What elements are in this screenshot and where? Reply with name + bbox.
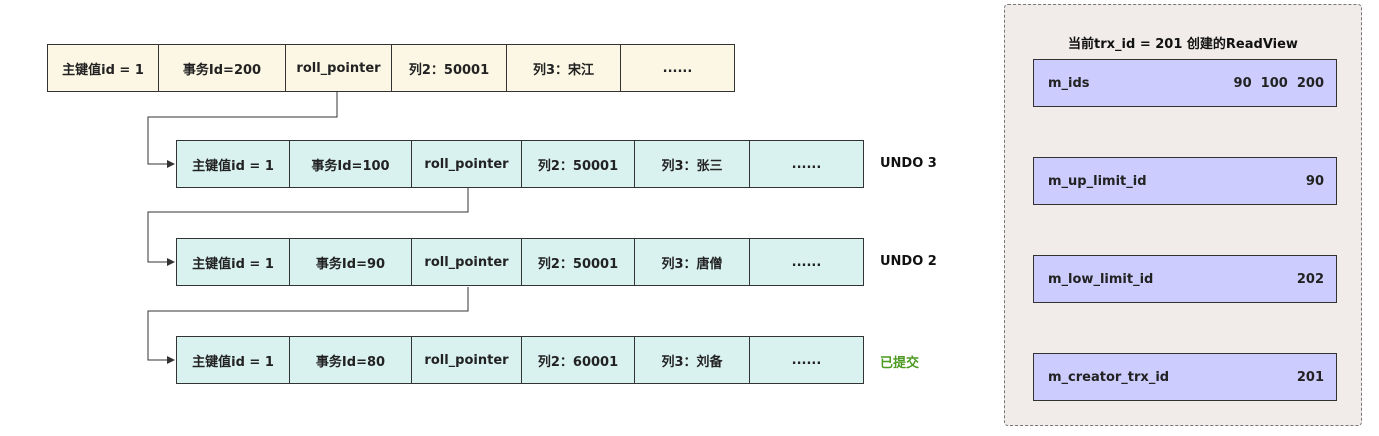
field-name: m_creator_trx_id — [1048, 369, 1170, 385]
column-2-cell: 列2：50001 — [522, 239, 635, 285]
roll-pointer-cell: roll_pointer — [412, 337, 522, 383]
roll-pointer-cell: roll_pointer — [286, 45, 392, 91]
readview-field-m-up-limit-id: m_up_limit_id 90 — [1033, 157, 1337, 205]
column-2-cell: 列2：60001 — [522, 337, 635, 383]
undo-label: UNDO 3 — [880, 156, 937, 171]
column-3-cell: 列3：唐僧 — [635, 239, 750, 285]
trx-id-cell: 事务Id=200 — [159, 45, 286, 91]
ellipsis-cell: ...... — [791, 156, 822, 172]
field-value: 90 — [1305, 173, 1324, 189]
arrow-to-undo-3 — [147, 92, 338, 168]
primary-key-cell: 主键值id = 1 — [177, 239, 290, 285]
field-value: 201 — [1296, 369, 1324, 385]
arrow-to-undo-2 — [147, 188, 469, 266]
readview-field-m-ids: m_ids 90 100 200 — [1033, 59, 1337, 107]
roll-pointer-cell: roll_pointer — [412, 141, 522, 187]
ellipsis-cell: ...... — [791, 254, 822, 270]
column-2-cell: 列2：50001 — [522, 141, 635, 187]
undo-label: UNDO 2 — [880, 254, 937, 269]
column-3-cell: 列3：宋江 — [507, 45, 621, 91]
primary-key-cell: 主键值id = 1 — [177, 337, 290, 383]
undo-record-row: 主键值id = 1 事务Id=90 roll_pointer 列2：50001 … — [176, 238, 864, 286]
trx-id-cell: 事务Id=80 — [290, 337, 412, 383]
column-3-cell: 列3：张三 — [635, 141, 750, 187]
primary-key-cell: 主键值id = 1 — [177, 141, 290, 187]
field-name: m_low_limit_id — [1048, 271, 1154, 287]
field-name: m_up_limit_id — [1048, 173, 1147, 189]
committed-label: 已提交 — [880, 356, 920, 371]
committed-record-row: 主键值id = 1 事务Id=80 roll_pointer 列2：60001 … — [176, 336, 864, 384]
roll-pointer-cell: roll_pointer — [412, 239, 522, 285]
readview-field-m-creator-trx-id: m_creator_trx_id 201 — [1033, 353, 1337, 401]
trx-id-cell: 事务Id=100 — [290, 141, 412, 187]
ellipsis-cell: ...... — [791, 352, 822, 368]
readview-panel: 当前trx_id = 201 创建的ReadView m_ids 90 100 … — [1004, 4, 1362, 426]
field-name: m_ids — [1048, 75, 1090, 91]
ellipsis-cell: ...... — [662, 60, 693, 76]
trx-id-cell: 事务Id=90 — [290, 239, 412, 285]
roll-pointer-arrows — [147, 92, 469, 364]
readview-title: 当前trx_id = 201 创建的ReadView — [1068, 37, 1298, 52]
readview-field-m-low-limit-id: m_low_limit_id 202 — [1033, 255, 1337, 303]
arrow-to-committed — [147, 287, 469, 364]
undo-record-row: 主键值id = 1 事务Id=100 roll_pointer 列2：50001… — [176, 140, 864, 188]
column-2-cell: 列2：50001 — [392, 45, 507, 91]
primary-key-cell: 主键值id = 1 — [48, 45, 159, 91]
field-value: 202 — [1296, 271, 1324, 287]
field-value: 90 100 200 — [1233, 75, 1324, 91]
current-record-row: 主键值id = 1 事务Id=200 roll_pointer 列2：50001… — [47, 44, 735, 92]
column-3-cell: 列3：刘备 — [635, 337, 750, 383]
